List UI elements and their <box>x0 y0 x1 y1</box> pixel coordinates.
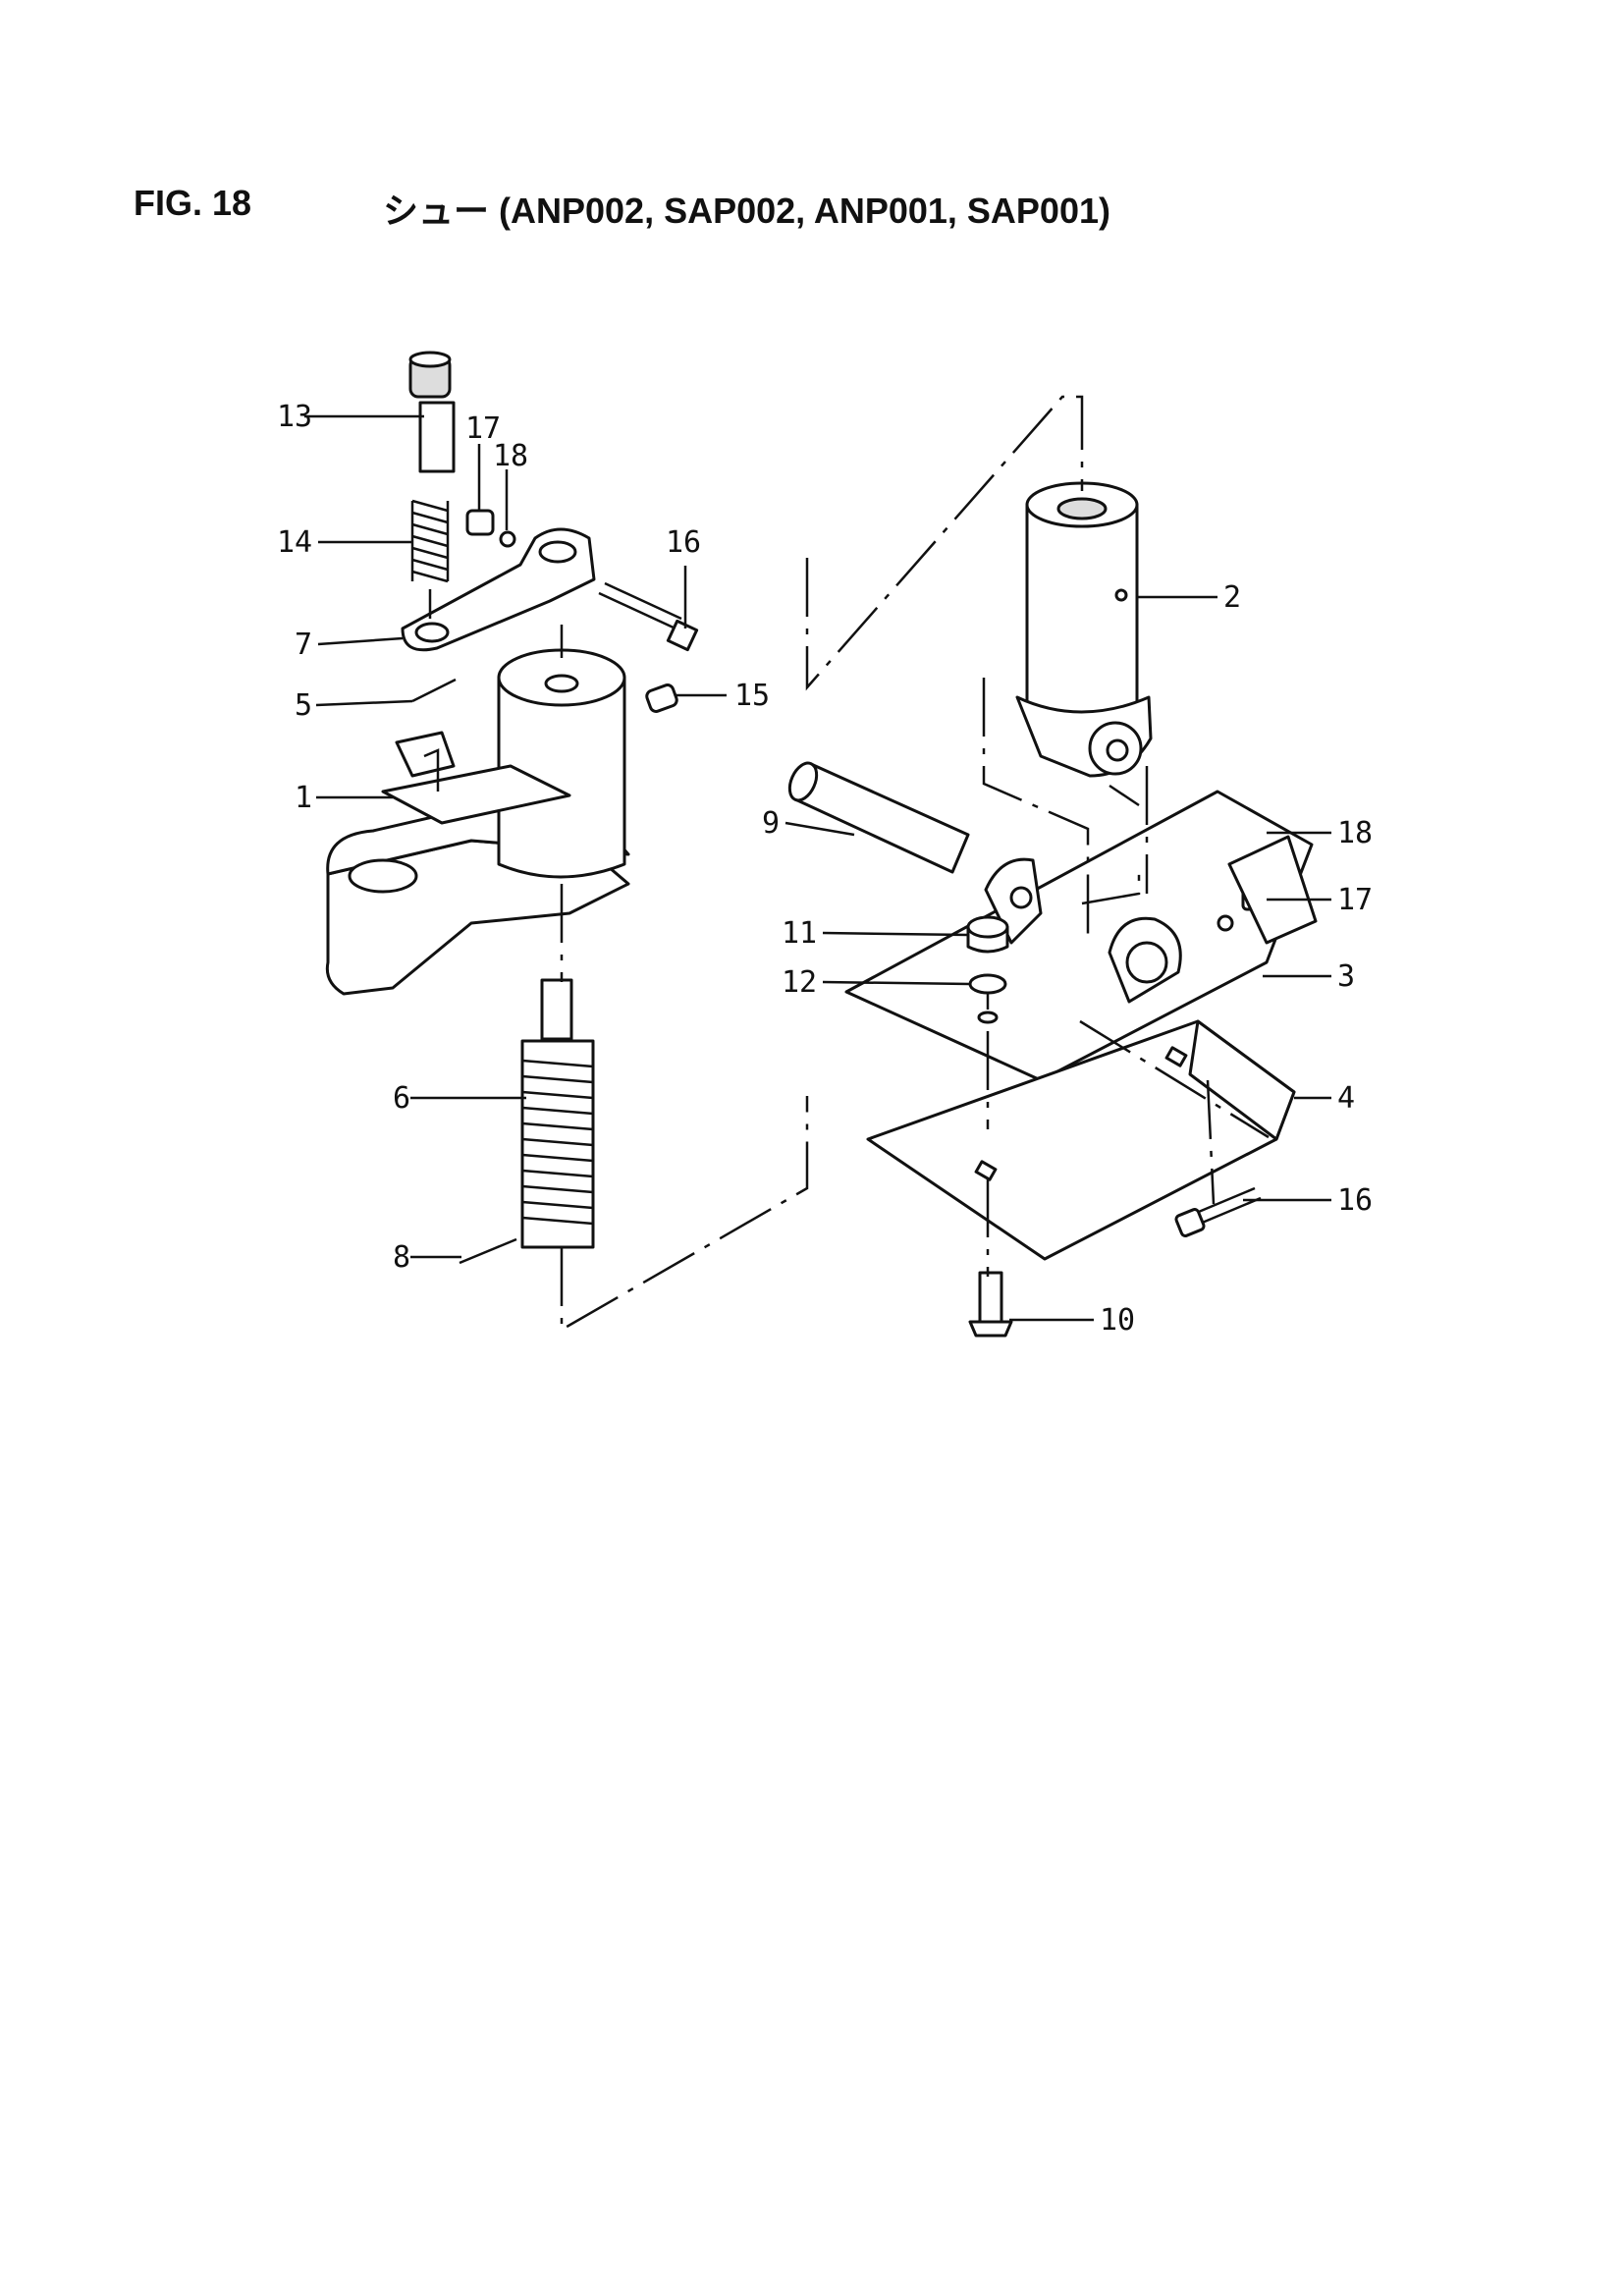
part-15-grease-nipple <box>645 683 678 713</box>
callout-3: 3 <box>1337 959 1355 994</box>
callout-16-right: 16 <box>1337 1183 1373 1218</box>
assembly-guide-lines <box>428 395 1270 1333</box>
callout-5: 5 <box>295 688 312 723</box>
part-16-bolt-right <box>1174 1186 1262 1237</box>
callout-14: 14 <box>277 525 312 560</box>
part-14-spring <box>410 499 450 583</box>
callout-16: 16 <box>666 525 701 560</box>
part-5-pin <box>411 678 457 703</box>
part-3-bracket-plate <box>844 790 1318 1082</box>
callout-9: 9 <box>762 806 780 841</box>
part-17-nut-left <box>465 509 495 536</box>
part-1-housing <box>325 648 630 996</box>
callout-18: 18 <box>493 439 528 473</box>
callout-7: 7 <box>295 628 312 662</box>
callout-6: 6 <box>393 1081 410 1116</box>
part-13-plunger-pin <box>408 351 456 473</box>
part-11-spacer <box>966 915 1009 954</box>
callout-13: 13 <box>277 400 312 434</box>
part-18-washer-left <box>499 530 516 548</box>
part-7-lever-arm <box>401 527 596 652</box>
callout-8: 8 <box>393 1240 410 1275</box>
callout-18-right: 18 <box>1337 816 1373 850</box>
callout-12: 12 <box>782 965 817 1000</box>
part-9-pivot-shaft <box>787 761 970 874</box>
part-16-bolt-left <box>598 581 699 652</box>
callout-4: 4 <box>1337 1081 1355 1116</box>
callout-17: 17 <box>465 411 501 446</box>
part-8-cross-pin <box>459 1237 517 1265</box>
figure-header: FIG. 18 シュー (ANP002, SAP002, ANP001, SAP… <box>134 183 1110 231</box>
figure-number: FIG. 18 <box>134 183 252 223</box>
part-4-shoe-plate <box>866 1019 1296 1261</box>
part-12-washer <box>968 973 1007 995</box>
callout-2: 2 <box>1223 580 1241 615</box>
mounting-hole <box>977 1011 999 1024</box>
part-6-threaded-stud <box>520 978 595 1249</box>
callout-10: 10 <box>1100 1303 1135 1338</box>
callout-17-right: 17 <box>1337 883 1373 917</box>
callout-1: 1 <box>295 781 312 815</box>
part-2-shoe-holder-tube <box>1015 481 1153 778</box>
part-10-screw <box>968 1271 1013 1338</box>
callout-labels: 13 17 18 14 16 7 5 15 1 6 8 2 9 18 17 3 … <box>277 400 1373 1338</box>
callout-15: 15 <box>734 679 770 713</box>
callout-11: 11 <box>782 916 817 951</box>
figure-title: シュー (ANP002, SAP002, ANP001, SAP001) <box>383 191 1110 231</box>
leader-lines <box>304 414 1331 1322</box>
